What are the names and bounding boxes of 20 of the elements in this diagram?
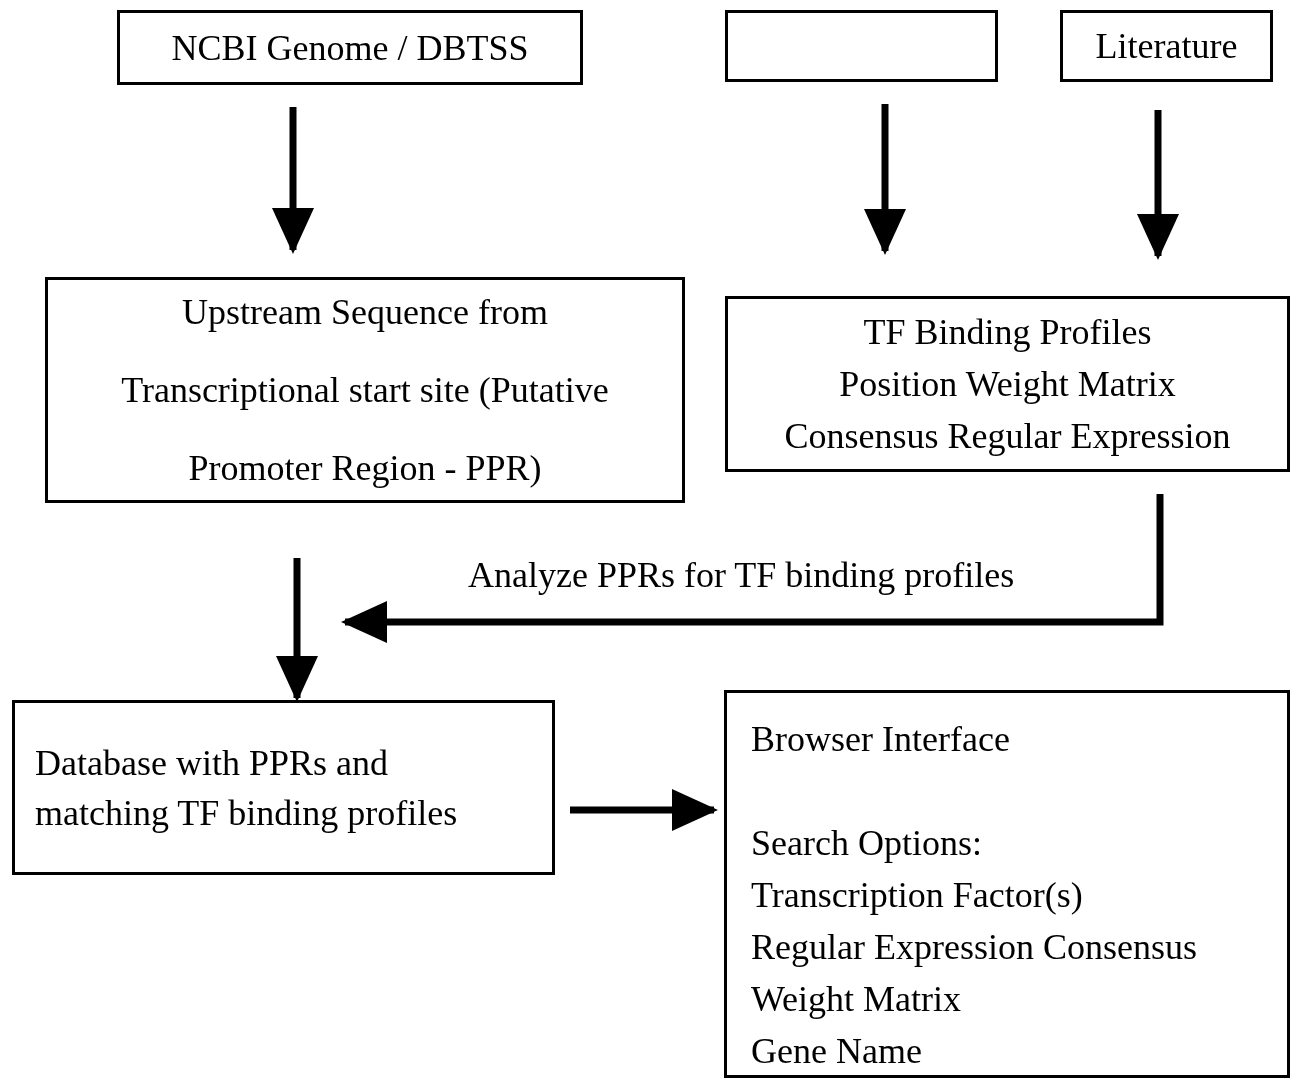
box-text: Upstream Sequence from Transcriptional start site (Putative Promoter Region - PPR): [120, 291, 610, 490]
box-text: Weight Matrix: [751, 978, 962, 1021]
box-text: Consensus Regular Expression: [784, 415, 1231, 458]
box-text: Transcription Factor(s): [751, 874, 1083, 917]
box-text: Browser Interface: [751, 718, 1010, 761]
box-text: TF Binding Profiles: [863, 311, 1152, 354]
process-box: [1060, 10, 1273, 82]
box-text: Literature: [1095, 25, 1238, 68]
box-text: Regular Expression Consensus: [751, 926, 1197, 969]
process-box: [725, 296, 1290, 472]
box-text: Search Options:: [751, 822, 982, 865]
process-box: [117, 10, 583, 85]
process-box: [725, 10, 998, 82]
process-box: [12, 700, 555, 875]
process-box: [45, 277, 685, 503]
box-text: NCBI Genome / DBTSS: [171, 26, 529, 70]
box-text: Gene Name: [751, 1030, 922, 1073]
process-box: [724, 690, 1290, 1078]
box-text: Database with PPRs and matching TF binding profiles: [35, 741, 459, 835]
box-text: Position Weight Matrix: [839, 363, 1176, 406]
